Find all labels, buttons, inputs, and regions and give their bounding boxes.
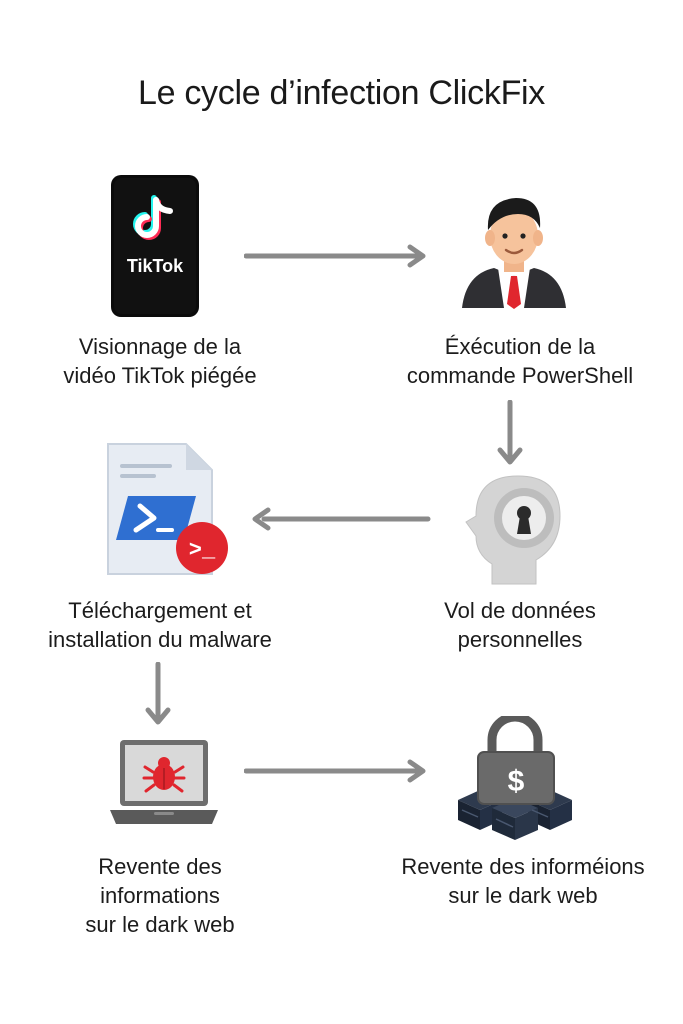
node-label-line: installation du malware <box>48 627 272 652</box>
arrow-right-icon <box>244 244 426 268</box>
page-title: Le cycle d’infection ClickFix <box>137 74 545 112</box>
node-label-tiktok: Visionnage de la vidéo TikTok piégée <box>20 332 300 390</box>
head-keyhole-icon <box>465 475 561 585</box>
node-label-line: Vol de données <box>444 598 596 623</box>
tiktok-logo-text: TikTok <box>127 256 184 276</box>
node-label-line: sur le dark web <box>448 883 598 908</box>
node-label-resale-right: Revente des informéions sur le dark web <box>373 852 673 910</box>
arrow-right-icon <box>244 759 426 783</box>
node-label-resale-left: Revente des informations sur le dark web <box>20 852 300 939</box>
node-label-line: Revente des <box>98 854 222 879</box>
arrow-left-icon <box>252 507 431 531</box>
node-label-line: Éxécution de la <box>444 334 596 359</box>
node-label-line: informations <box>100 883 220 908</box>
node-label-line: Revente des informéions <box>401 854 645 879</box>
node-label-line: Visionnage de la <box>78 334 242 359</box>
laptop-bug-icon <box>110 740 218 824</box>
prompt-symbol-text: >_ <box>189 538 216 563</box>
node-label-powershell: Éxécution de la commande PowerShell <box>380 332 660 390</box>
node-label-malware: Téléchargement et installation du malwar… <box>10 596 310 654</box>
node-label-line: commande PowerShell <box>406 363 634 388</box>
node-label-line: personnelles <box>457 627 583 652</box>
arrow-down-icon <box>497 400 523 465</box>
locked-server-icon: $ <box>458 716 572 840</box>
tiktok-phone-icon: TikTok <box>111 175 199 317</box>
node-label-line: vidéo TikTok piégée <box>63 363 257 388</box>
dollar-symbol-text: $ <box>508 765 525 798</box>
powershell-file-icon: >_ <box>107 443 228 575</box>
arrow-down-icon <box>145 662 171 725</box>
node-label-line: Téléchargement et <box>68 598 252 623</box>
businessman-icon <box>462 198 566 309</box>
node-label-line: sur le dark web <box>85 912 235 937</box>
node-label-data-theft: Vol de données personnelles <box>380 596 660 654</box>
